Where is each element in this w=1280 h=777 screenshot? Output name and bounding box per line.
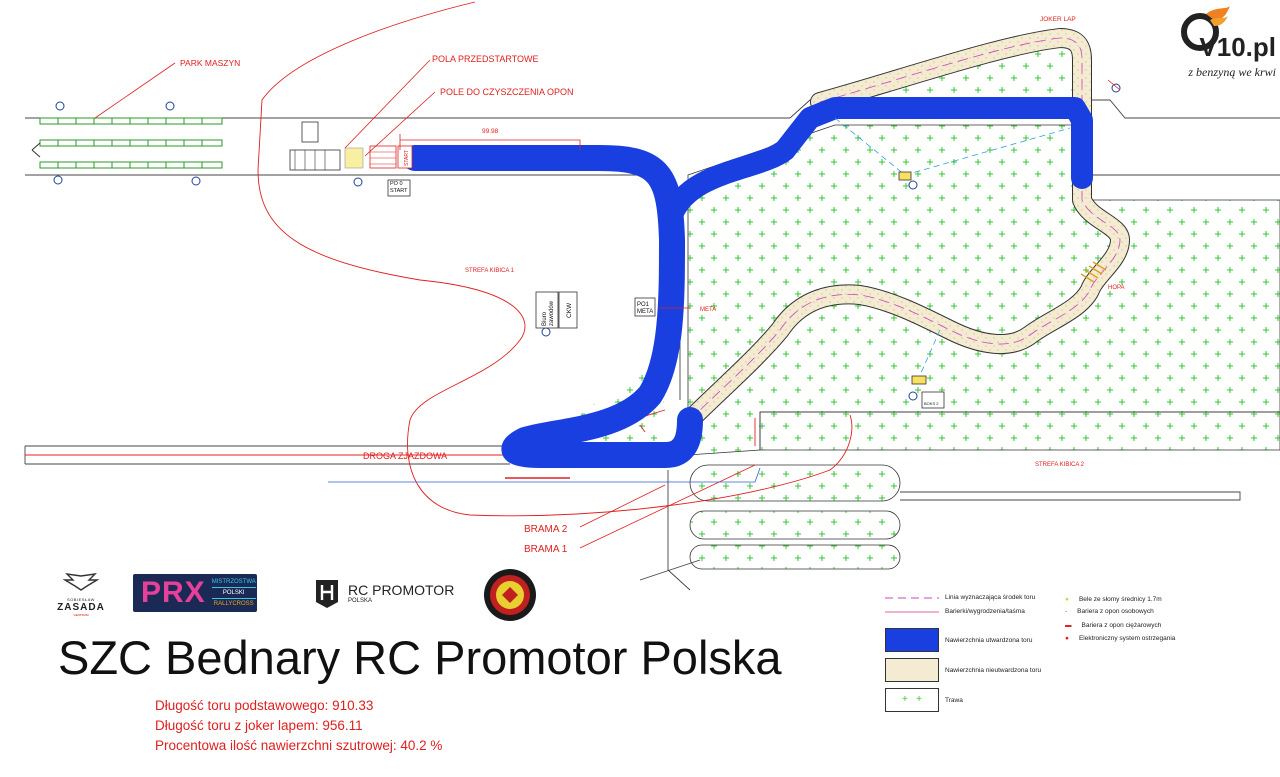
- label-strefa-kibica-2: STREFA KIBICA 2: [1035, 462, 1085, 468]
- legend: Linia wyznaczająca środek toru Barierki/…: [880, 590, 1270, 720]
- callout-arrows: [94, 59, 1121, 549]
- zasada-top: SOBIESŁAW: [67, 597, 95, 602]
- club-badge-icon: [484, 569, 536, 621]
- dashed-line-icon: [885, 597, 939, 598]
- start-area: [289, 121, 581, 197]
- label-joker-lap: JOKER LAP: [1040, 16, 1076, 23]
- stat-joker-length: Długość toru z joker lapem: 956.11: [155, 718, 363, 733]
- label-start-line: START: [404, 150, 410, 166]
- label-park-maszyn: PARK MASZYN: [180, 58, 240, 68]
- legend-tyre-heavy: ▬ Bariera z opon ciężarowych: [1065, 622, 1162, 629]
- legend-barrier-line: Barierki/wygrodzenia/taśma: [885, 608, 1025, 615]
- unpaved-track: [680, 28, 1130, 430]
- park-markers: [53, 83, 1121, 401]
- rcp-name: RC PROMOTOR: [348, 582, 455, 598]
- tyre-flame-icon: [1181, 6, 1230, 51]
- label-strefa-kibica-1: STREFA KIBICA 1: [465, 268, 515, 274]
- label-biuro: Biuro: [542, 311, 548, 326]
- tyre-heavy-icon: ▬: [1065, 622, 1072, 629]
- v10-tagline: z benzyną we krwi: [1188, 65, 1276, 79]
- label-po1: PO1: [637, 302, 650, 308]
- prx-line3: RALLYCROSS: [213, 601, 254, 607]
- prx-line2: POLSKI: [211, 587, 256, 599]
- paved-track: [402, 97, 1093, 468]
- solid-line-icon: [885, 611, 939, 612]
- prx-big: PRX: [141, 576, 206, 609]
- logo-prx: PRX MISTRZOSTWA POLSKI RALLYCROSS: [133, 574, 257, 612]
- zasada-name: ZASADA: [57, 602, 105, 613]
- label-po0-start: START: [390, 188, 408, 194]
- label-meta: META: [700, 307, 716, 313]
- label-droga-zjazdowa: DROGA ZJAZDOWA: [363, 451, 447, 461]
- logo-zasada: SOBIESŁAW ZASADA CENTRUM: [52, 572, 110, 617]
- rcp-sub: POLSKA: [348, 598, 373, 604]
- legend-warning: ● Elektroniczny system ostrzegania: [1065, 635, 1176, 642]
- label-zawodow: zawodów: [549, 300, 555, 326]
- v10-brand: V10.pl: [1199, 32, 1276, 62]
- label-ckw: CKW: [566, 302, 573, 318]
- zasada-sub: CENTRUM: [73, 613, 89, 617]
- stat-base-length: Długość toru podstawowego: 910.33: [155, 698, 374, 713]
- label-pola-przedstartowe: POLA PRZEDSTARTOWE: [432, 54, 539, 64]
- legend-center-line: Linia wyznaczająca środek toru: [885, 594, 1035, 601]
- label-po0: PO 0: [390, 181, 403, 187]
- label-pole-czyszczenia: POLE DO CZYSZCZENIA OPON: [440, 87, 574, 97]
- logo-v10: V10.pl z benzyną we krwi: [1176, 6, 1276, 79]
- legend-bales: ● Bele ze słomy średnicy 1.7m: [1065, 596, 1162, 603]
- bale-icon: ●: [1065, 596, 1069, 603]
- gate-line: [328, 467, 761, 483]
- label-tech-box: BOKS 2: [924, 401, 939, 406]
- tyre-light-icon: -: [1065, 608, 1068, 615]
- label-distance: 99.98: [482, 128, 499, 135]
- track-stats: Długość toru podstawowego: 910.33 Długoś…: [155, 696, 442, 756]
- stat-gravel-percent: Procentowa ilość nawierzchni szutrowej: …: [155, 738, 443, 753]
- prx-line1: MISTRZOSTWA: [211, 579, 256, 585]
- legend-tyre-light: - Bariera z opon osobowych: [1065, 608, 1154, 615]
- legend-unpaved: Nawierzchnia nieutwardzona toru: [885, 658, 1041, 682]
- logo-rc-promotor: RC PROMOTOR POLSKA: [310, 576, 454, 610]
- label-brama-1: BRAMA 1: [524, 544, 568, 555]
- label-po1-meta: META: [637, 309, 653, 315]
- legend-grass: + + Trawa: [885, 688, 963, 712]
- buildings: [535, 171, 945, 409]
- park-maszyn-slots: [31, 117, 223, 169]
- hopa: [1080, 261, 1107, 283]
- warning-dot-icon: ●: [1065, 635, 1069, 642]
- eagle-icon: [62, 573, 100, 591]
- rc-promotor-icon: [316, 580, 338, 608]
- legend-paved: Nawierzchnia utwardzona toru: [885, 628, 1032, 652]
- page-title: SZC Bednary RC Promotor Polska: [58, 631, 782, 684]
- label-brama-2: BRAMA 2: [524, 524, 568, 535]
- label-hopa: HOPA: [1108, 285, 1125, 291]
